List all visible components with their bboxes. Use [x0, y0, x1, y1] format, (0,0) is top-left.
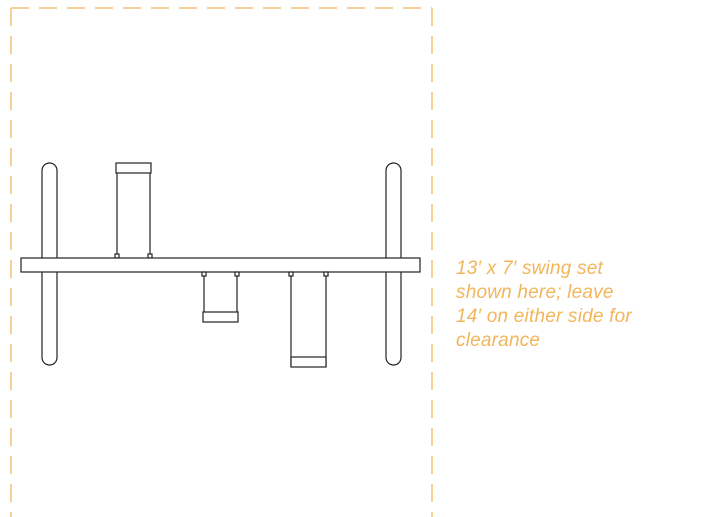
- caption-line-2: shown here; leave: [456, 282, 614, 303]
- swing-2-left-hanger: [201, 271, 207, 277]
- swing-2-right-hanger: [234, 271, 240, 277]
- clearance-caption: 13′ x 7′ swing set shown here; leave 14′…: [456, 257, 696, 353]
- swing-2-seat: [202, 311, 239, 323]
- clearance-zone-boundary: [10, 7, 433, 517]
- swing-1-left-hanger: [114, 253, 120, 259]
- caption-line-3: 14′ on either side for: [456, 306, 632, 327]
- swing-set: [20, 162, 421, 368]
- swing-1-seat: [115, 162, 152, 174]
- top-beam: [20, 257, 421, 273]
- swing-3-seat: [290, 356, 327, 368]
- caption-line-4: clearance: [456, 330, 541, 351]
- caption-line-1: 13′ x 7′ swing set: [456, 258, 603, 279]
- swing-3-left-hanger: [288, 271, 294, 277]
- swing-3-right-hanger: [323, 271, 329, 277]
- swing-1-right-hanger: [147, 253, 153, 259]
